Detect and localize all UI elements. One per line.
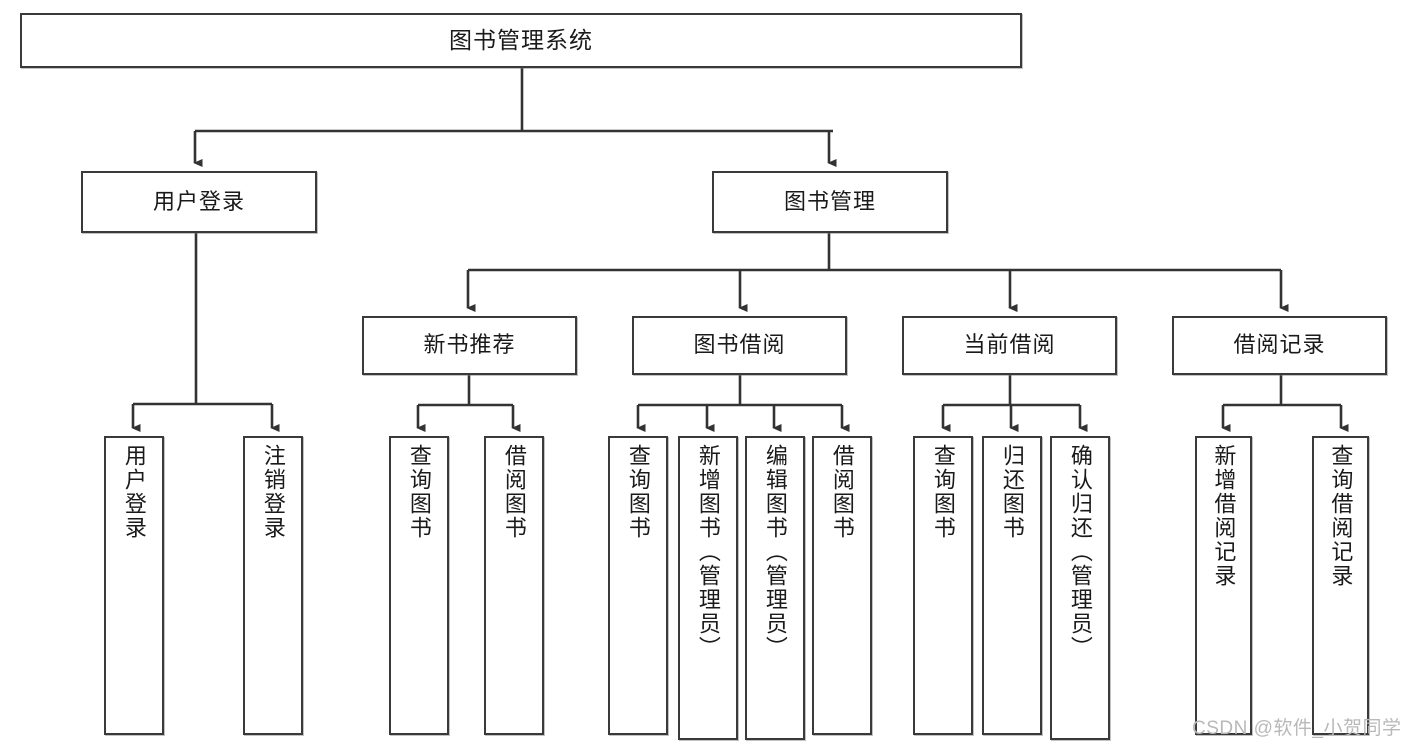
- leaf-query-book-3-label: 查询图书: [930, 444, 956, 540]
- leaf-borrow-book-2[interactable]: 借阅图书: [812, 436, 872, 735]
- leaf-add-book[interactable]: 新增图书（管理员）: [678, 436, 738, 740]
- leaf-add-book-label: 新增图书（管理员）: [695, 444, 721, 660]
- node-current-borrow-label: 当前借阅: [963, 332, 1056, 358]
- leaf-user-logout[interactable]: 注销登录: [243, 436, 303, 735]
- node-user-login[interactable]: 用户登录: [81, 171, 317, 233]
- node-new-book-recommend-label: 新书推荐: [423, 332, 516, 358]
- leaf-query-record-label: 查询借阅记录: [1328, 444, 1354, 588]
- leaf-add-record-label: 新增借阅记录: [1211, 444, 1237, 588]
- leaf-user-login-label: 用户登录: [121, 444, 147, 540]
- node-user-login-label: 用户登录: [152, 188, 245, 214]
- leaf-edit-book-label: 编辑图书（管理员）: [762, 444, 788, 660]
- leaf-add-record[interactable]: 新增借阅记录: [1195, 436, 1252, 735]
- leaf-return-book[interactable]: 归还图书: [982, 436, 1042, 735]
- leaf-user-login[interactable]: 用户登录: [104, 436, 164, 735]
- leaf-borrow-book-1[interactable]: 借阅图书: [484, 436, 544, 735]
- leaf-query-book-1[interactable]: 查询图书: [389, 436, 449, 735]
- leaf-query-book-1-label: 查询图书: [406, 444, 432, 540]
- leaf-return-book-label: 归还图书: [999, 444, 1025, 540]
- leaf-borrow-book-1-label: 借阅图书: [501, 444, 527, 540]
- leaf-query-book-2-label: 查询图书: [625, 444, 651, 540]
- node-root[interactable]: 图书管理系统: [20, 13, 1022, 68]
- node-root-label: 图书管理系统: [449, 26, 593, 53]
- node-book-manage[interactable]: 图书管理: [712, 171, 948, 233]
- node-current-borrow[interactable]: 当前借阅: [902, 316, 1117, 375]
- leaf-query-record[interactable]: 查询借阅记录: [1312, 436, 1369, 735]
- node-borrow-record-label: 借阅记录: [1233, 332, 1326, 358]
- node-book-borrow-label: 图书借阅: [693, 332, 786, 358]
- leaf-query-book-2[interactable]: 查询图书: [608, 436, 668, 735]
- watermark: CSDN @软件_小贺同学: [1192, 718, 1402, 739]
- leaf-confirm-return[interactable]: 确认归还（管理员）: [1050, 436, 1110, 740]
- leaf-user-logout-label: 注销登录: [260, 444, 286, 540]
- leaf-borrow-book-2-label: 借阅图书: [829, 444, 855, 540]
- node-book-manage-label: 图书管理: [783, 188, 876, 214]
- leaf-confirm-return-label: 确认归还（管理员）: [1067, 444, 1093, 660]
- node-new-book-recommend[interactable]: 新书推荐: [362, 316, 577, 375]
- node-book-borrow[interactable]: 图书借阅: [632, 316, 847, 375]
- node-borrow-record[interactable]: 借阅记录: [1172, 316, 1387, 375]
- leaf-query-book-3[interactable]: 查询图书: [913, 436, 973, 735]
- leaf-edit-book[interactable]: 编辑图书（管理员）: [745, 436, 805, 740]
